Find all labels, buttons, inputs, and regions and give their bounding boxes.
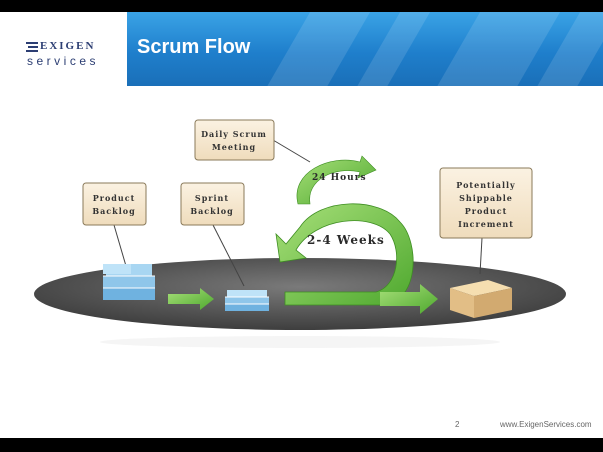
callout-line-daily bbox=[272, 139, 311, 163]
increment-line3: Product bbox=[465, 206, 508, 216]
platform-reflection bbox=[100, 336, 500, 348]
increment-box: Potentially Shippable Product Increment bbox=[439, 167, 533, 239]
weeks-label: 2-4 Weeks bbox=[307, 233, 385, 247]
daily-scrum-line2: Meeting bbox=[212, 142, 256, 152]
logo-mark-icon bbox=[26, 42, 38, 52]
sprint-loop-arrow-icon bbox=[275, 203, 438, 314]
page-number: 2 bbox=[455, 420, 460, 429]
page-title: Scrum Flow bbox=[137, 36, 251, 58]
arrow-to-sprint-icon bbox=[168, 288, 214, 310]
logo-wordmark: EXIGEN bbox=[40, 40, 96, 52]
slide: EXIGEN services Scrum Flow bbox=[0, 12, 603, 438]
product-package-icon bbox=[450, 280, 512, 318]
scrum-flow-diagram: Daily Scrum Meeting Product Backlog Spri… bbox=[34, 119, 566, 348]
sprint-backlog-stack-icon bbox=[225, 290, 269, 311]
increment-line1: Potentially bbox=[456, 180, 515, 190]
callout-line-sprint bbox=[212, 224, 245, 287]
callout-line-product bbox=[113, 224, 127, 267]
callout-line-increment bbox=[479, 237, 483, 275]
hours-label: 24 Hours bbox=[312, 173, 367, 183]
daily-loop-arrow-icon bbox=[296, 155, 377, 205]
sprint-backlog-line2: Backlog bbox=[190, 206, 233, 216]
product-backlog-line2: Backlog bbox=[92, 206, 135, 216]
increment-line4: Increment bbox=[458, 219, 514, 229]
daily-scrum-line1: Daily Scrum bbox=[201, 129, 267, 139]
logo-subtitle: services bbox=[27, 54, 100, 68]
exigen-logo: EXIGEN services bbox=[24, 38, 104, 78]
increment-line2: Shippable bbox=[459, 193, 513, 203]
sprint-backlog-box: Sprint Backlog bbox=[180, 182, 245, 226]
footer-url: www.ExigenServices.com bbox=[500, 420, 592, 429]
sprint-backlog-line1: Sprint bbox=[195, 193, 229, 203]
daily-scrum-box: Daily Scrum Meeting bbox=[194, 119, 275, 161]
product-backlog-line1: Product bbox=[93, 193, 136, 203]
product-backlog-box: Product Backlog bbox=[82, 182, 147, 226]
product-backlog-stack-icon bbox=[103, 264, 155, 300]
title-banner: Scrum Flow bbox=[127, 12, 603, 86]
